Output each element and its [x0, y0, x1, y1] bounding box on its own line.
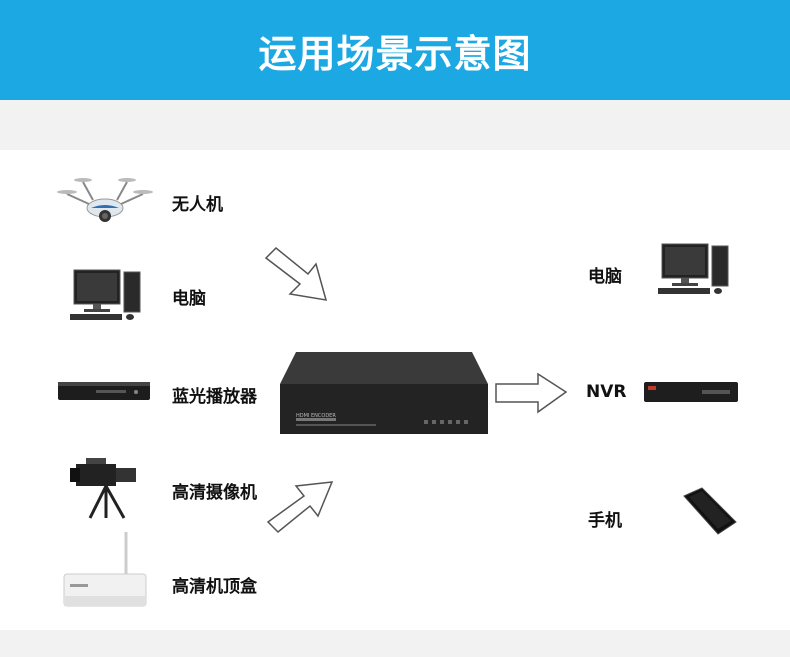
mobile-phone-icon	[683, 487, 737, 535]
encoder-label: HDMI ENCODER	[296, 413, 336, 419]
left-device-label-computer: 电脑	[172, 289, 206, 309]
right-device-label-computer: 电脑	[588, 267, 622, 287]
left-device-label-settopbox: 高清机顶盒	[172, 577, 257, 597]
left-device-label-bluray: 蓝光播放器	[172, 387, 257, 407]
drone-icon	[57, 178, 153, 222]
computer-icon-right	[658, 243, 729, 294]
nvr-device-icon	[644, 382, 738, 402]
left-device-label-drone: 无人机	[172, 195, 223, 215]
computer-icon-left	[70, 269, 141, 320]
right-device-label-phone: 手机	[588, 511, 622, 531]
right-device-label-nvr: NVR	[586, 382, 627, 402]
arrow-in-bottom	[266, 481, 334, 534]
video-camera-icon	[70, 458, 136, 519]
page-title: 运用场景示意图	[258, 31, 532, 76]
bluray-player-icon	[58, 382, 150, 400]
arrow-out	[495, 372, 568, 414]
set-top-box-icon	[63, 532, 147, 607]
arrow-in-top	[264, 246, 328, 301]
hdmi-encoder-device-icon	[280, 352, 488, 434]
left-device-label-camera: 高清摄像机	[172, 483, 257, 503]
header-banner: 运用场景示意图	[0, 0, 790, 100]
